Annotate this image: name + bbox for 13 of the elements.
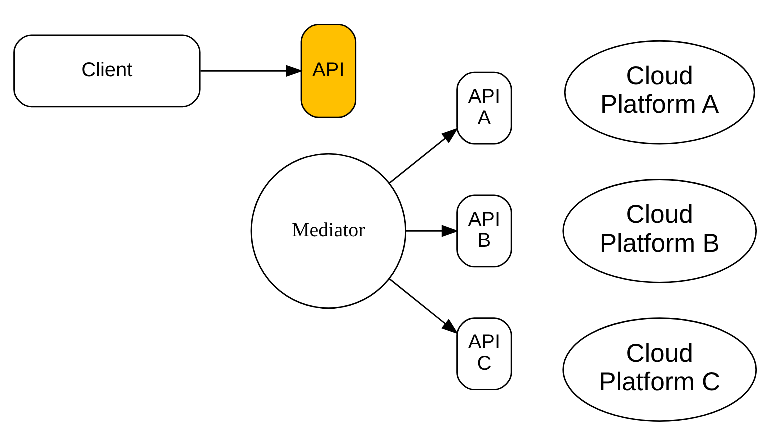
node-circle: Mediator [250,152,407,309]
node-ellipse: Cloud Platform A [564,40,756,144]
arrow [200,64,304,77]
arrow [406,224,460,237]
node-box: API C [456,317,512,390]
arrow [389,278,459,334]
arrow [389,127,459,184]
node-ellipse: Cloud Platform C [562,317,758,422]
node-box: API [300,24,357,118]
node-box: API B [456,194,512,268]
node-box: Client [14,34,201,108]
node-box: API A [456,71,512,144]
node-ellipse: Cloud Platform B [562,178,758,283]
